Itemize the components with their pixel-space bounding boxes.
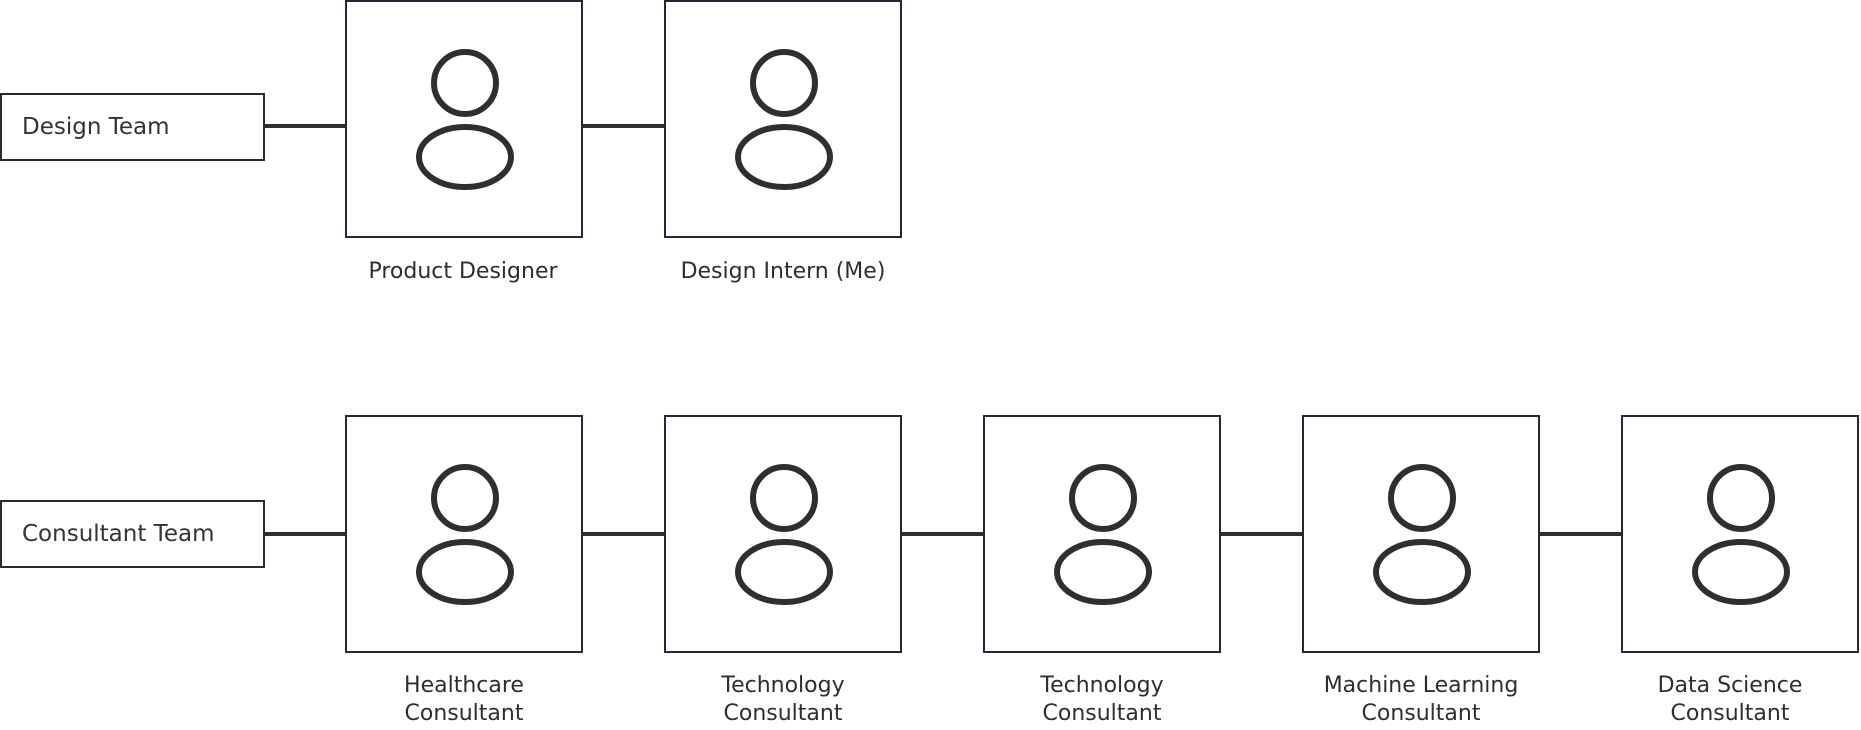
role-label-design-intern: Design Intern (Me) [680, 259, 886, 284]
role-label-healthcare-consultant: Healthcare Consultant [404, 673, 524, 726]
design-team-label: Design Team [22, 114, 170, 140]
design-member-connector [583, 124, 665, 128]
person-icon [416, 49, 514, 190]
person-card-healthcare-consultant [345, 415, 583, 653]
role-label-technology-consultant-2: Technology Consultant [1040, 673, 1164, 726]
consultant-connector-2 [902, 532, 984, 536]
person-card-product-designer [345, 0, 583, 238]
person-icon [735, 464, 833, 605]
role-label-machine-learning-consultant: Machine Learning Consultant [1323, 673, 1519, 726]
person-icon [735, 49, 833, 190]
person-icon [1054, 464, 1152, 605]
design-team-box: Design Team [0, 93, 265, 161]
role-label-product-designer: Product Designer [368, 259, 558, 284]
role-label-technology-consultant-1: Technology Consultant [721, 673, 845, 726]
person-icon [1373, 464, 1471, 605]
consultant-team-label: Consultant Team [22, 521, 215, 547]
consultant-team-connector [265, 532, 346, 536]
person-card-data-science-consultant [1621, 415, 1859, 653]
consultant-connector-4 [1540, 532, 1622, 536]
consultant-connector-1 [583, 532, 665, 536]
person-card-technology-consultant-1 [664, 415, 902, 653]
person-card-technology-consultant-2 [983, 415, 1221, 653]
person-card-machine-learning-consultant [1302, 415, 1540, 653]
person-icon [1692, 464, 1790, 605]
person-icon [416, 464, 514, 605]
role-label-data-science-consultant: Data Science Consultant [1657, 673, 1803, 726]
design-team-connector [265, 124, 346, 128]
person-card-design-intern [664, 0, 902, 238]
consultant-team-box: Consultant Team [0, 500, 265, 568]
consultant-connector-3 [1221, 532, 1303, 536]
